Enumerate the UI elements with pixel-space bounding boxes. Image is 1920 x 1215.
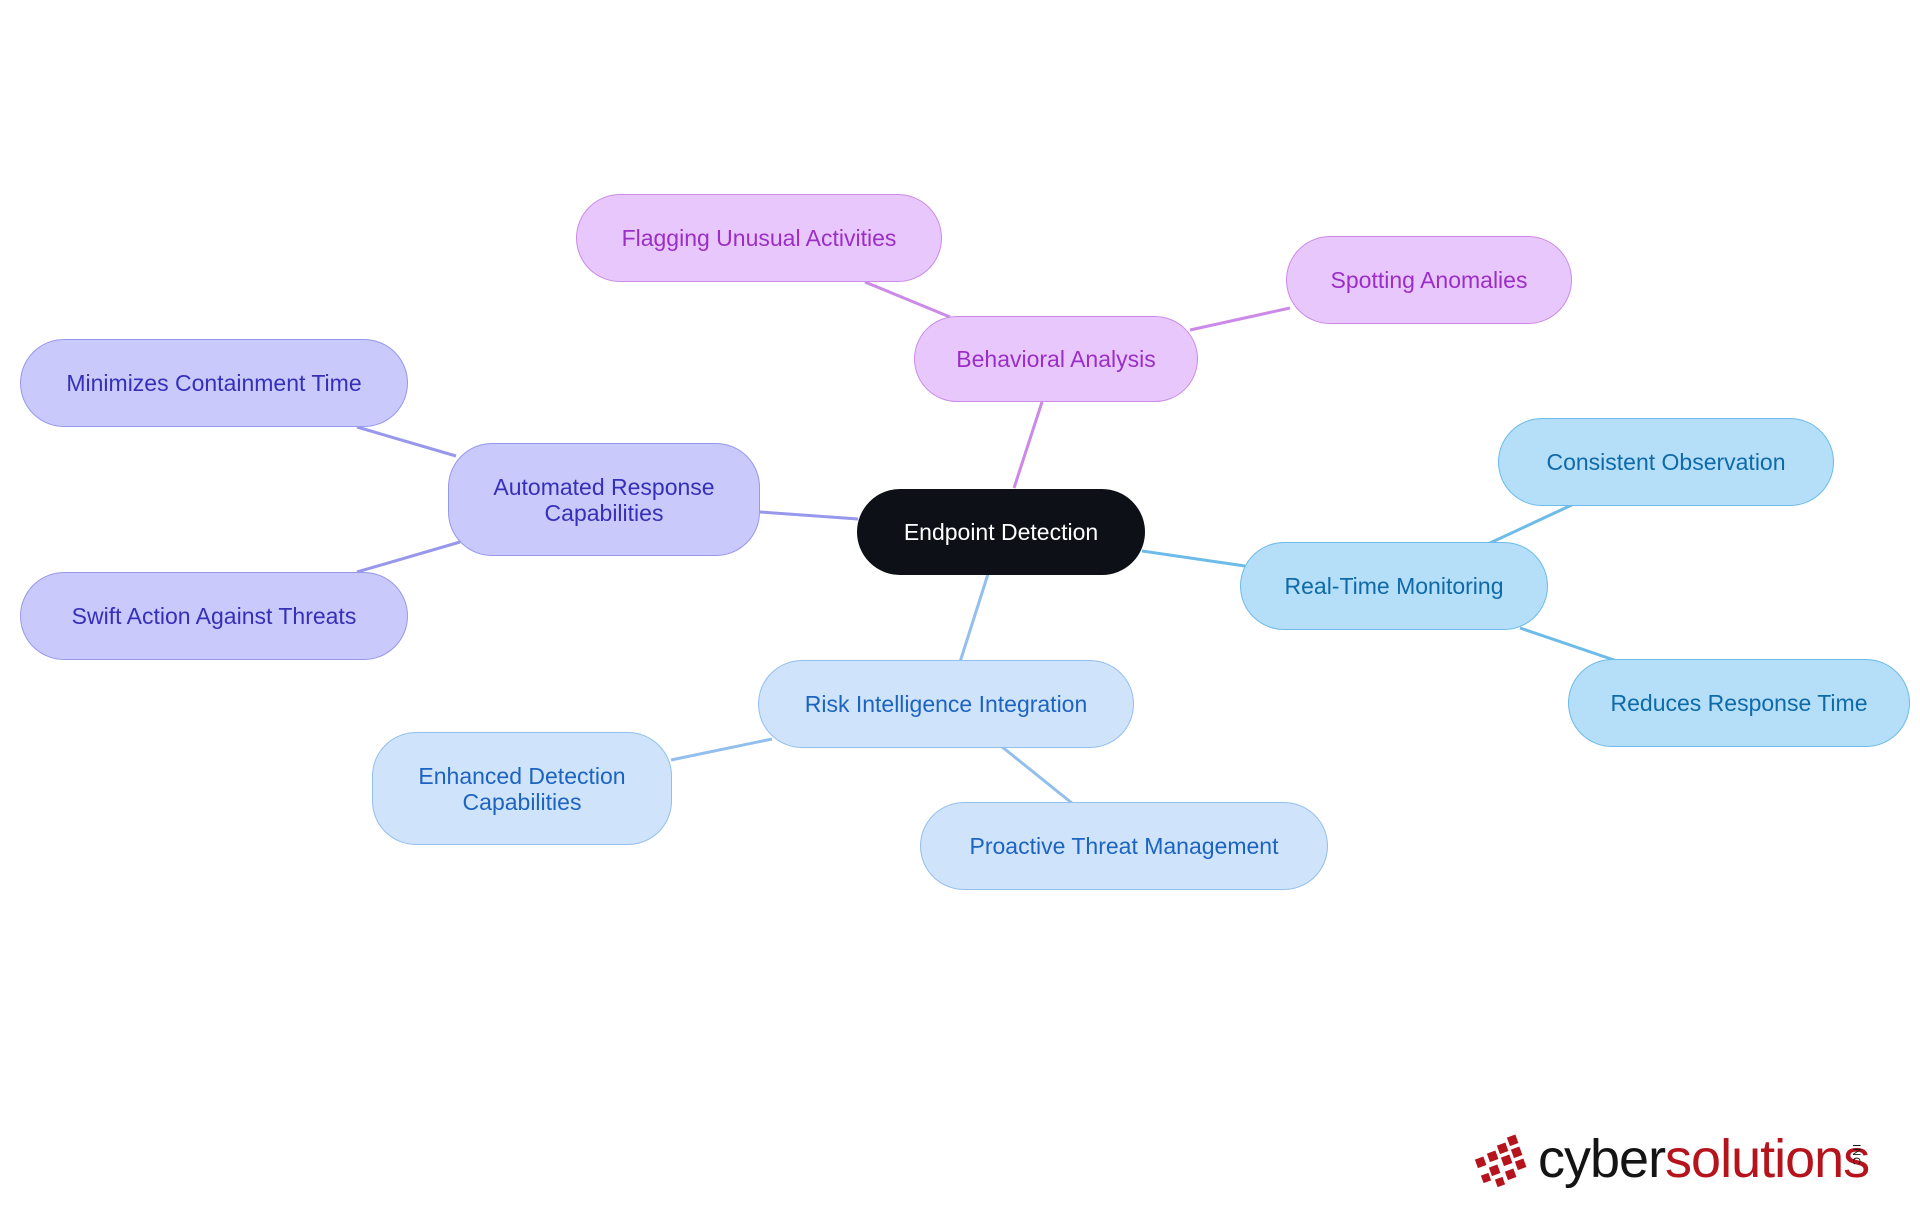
node-proactive-threat-management: Proactive Threat Management (920, 802, 1328, 890)
node-consistent-observation: Consistent Observation (1498, 418, 1834, 506)
edge-behavioral-flagging (864, 280, 951, 319)
node-risk-intelligence-integration: Risk Intelligence Integration (758, 660, 1134, 748)
logo-wordmark-cyber: cyber (1538, 1129, 1666, 1189)
node-behavioral-analysis: Behavioral Analysis (914, 316, 1198, 402)
node-enhanced-detection-capabilities: Enhanced Detection Capabilities (372, 732, 672, 845)
edge-behavioral-anomalies (1189, 306, 1291, 332)
edge-root-risk (958, 573, 990, 663)
node-swift-action-against-threats: Swift Action Against Threats (20, 572, 408, 660)
edge-risk-proactive (1000, 744, 1074, 806)
edge-root-realtime (1141, 549, 1246, 568)
edge-automated-containment (356, 425, 457, 458)
edge-root-behavioral (1012, 401, 1044, 489)
edge-root-automated (759, 510, 859, 521)
edge-risk-enhanced (670, 737, 773, 762)
node-endpoint-detection: Endpoint Detection (857, 489, 1145, 575)
logo-mark-icon (1474, 1134, 1527, 1188)
node-minimizes-containment-time: Minimizes Containment Time (20, 339, 408, 427)
node-automated-response-capabilities: Automated Response Capabilities (448, 443, 760, 556)
edge-realtime-reduces (1519, 626, 1618, 663)
brand-logo: cybersolutions INC (1468, 1128, 1870, 1192)
node-real-time-monitoring: Real-Time Monitoring (1240, 542, 1548, 630)
edge-automated-swift (356, 540, 461, 574)
node-spotting-anomalies: Spotting Anomalies (1286, 236, 1572, 324)
logo-inc-suffix: INC (1850, 1144, 1862, 1166)
edge-realtime-consistent (1489, 501, 1577, 545)
logo-wordmark-solutions: solutions (1665, 1129, 1870, 1189)
node-flagging-unusual-activities: Flagging Unusual Activities (576, 194, 942, 282)
node-reduces-response-time: Reduces Response Time (1568, 659, 1910, 747)
logo-wordmark: cybersolutions (1538, 1129, 1870, 1189)
